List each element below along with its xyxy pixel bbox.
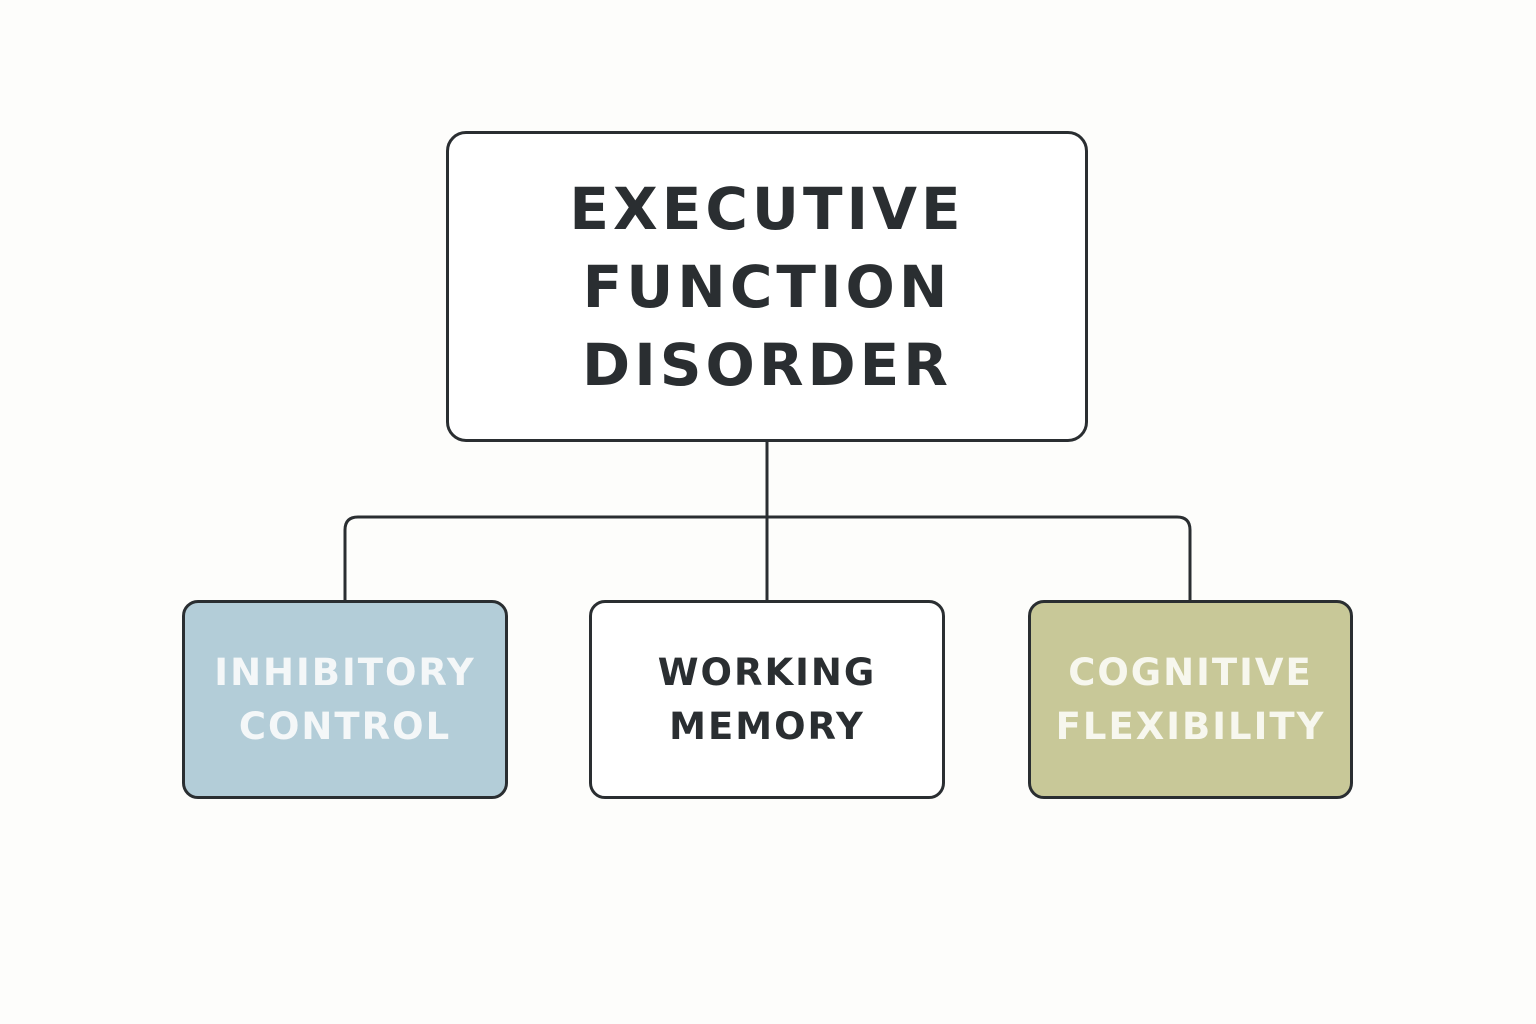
child-node-label-line-2: MEMORY <box>669 704 865 748</box>
child-node-label-line-2: CONTROL <box>238 704 452 748</box>
child-node-inhibitory-control: INHIBITORY CONTROL <box>182 600 508 799</box>
root-node-label-line-2: FUNCTION <box>582 252 952 321</box>
root-node-executive-function-disorder: EXECUTIVE FUNCTION DISORDER <box>446 131 1088 442</box>
child-node-working-memory: WORKING MEMORY <box>589 600 945 799</box>
root-node-label-line-1: EXECUTIVE <box>569 174 965 243</box>
root-node-label-line-3: DISORDER <box>582 330 952 399</box>
child-node-label-line-1: COGNITIVE <box>1068 650 1313 694</box>
child-node-cognitive-flexibility: COGNITIVE FLEXIBILITY <box>1028 600 1353 799</box>
child-node-label-line-2: FLEXIBILITY <box>1055 704 1326 748</box>
child-node-label-line-1: WORKING <box>657 650 877 694</box>
child-node-label-line-1: INHIBITORY <box>214 650 476 694</box>
